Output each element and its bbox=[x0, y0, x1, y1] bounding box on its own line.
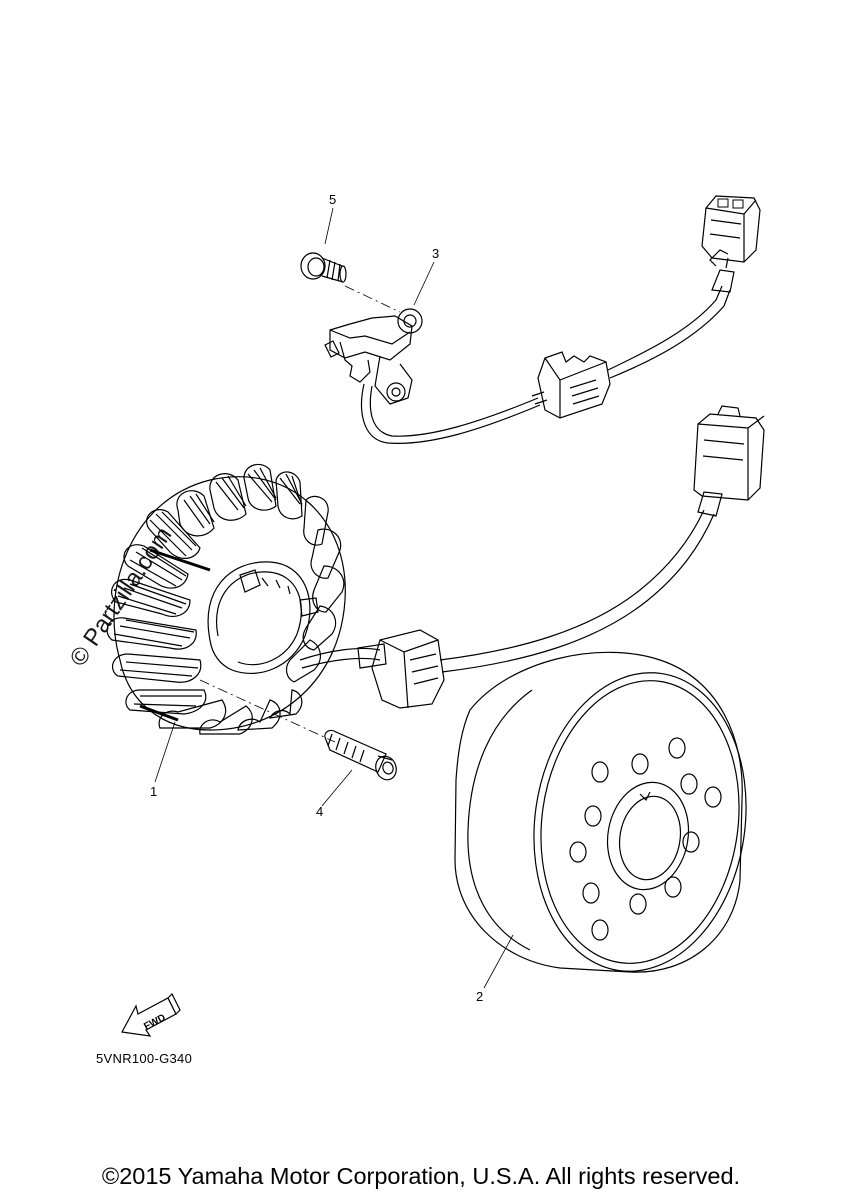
leader-line-2 bbox=[484, 935, 513, 988]
part-1-stator[interactable] bbox=[107, 406, 764, 734]
leader-line-3 bbox=[414, 262, 434, 305]
part-5-bolt[interactable] bbox=[301, 253, 346, 282]
copyright-notice: ©2015 Yamaha Motor Corporation, U.S.A. A… bbox=[101, 1163, 741, 1189]
callout-4: 4 bbox=[316, 804, 323, 819]
callout-2: 2 bbox=[476, 989, 483, 1004]
leader-line-1 bbox=[155, 722, 175, 782]
watermark: © Partzilla.com bbox=[65, 522, 178, 671]
part-2-rotor[interactable] bbox=[455, 652, 765, 985]
axis-line-5 bbox=[345, 286, 400, 312]
drawing-code: 5VNR100-G340 bbox=[96, 1051, 193, 1066]
callout-3: 3 bbox=[432, 246, 439, 261]
part-3-pickup-coil[interactable] bbox=[325, 196, 760, 443]
part-4-bolt[interactable] bbox=[325, 730, 400, 782]
leader-line-5 bbox=[325, 208, 333, 244]
callout-5: 5 bbox=[329, 192, 336, 207]
fwd-arrow-icon: FWD bbox=[122, 994, 180, 1036]
leader-line-4 bbox=[322, 770, 352, 806]
axis-line-4 bbox=[200, 680, 335, 742]
callout-1: 1 bbox=[150, 784, 157, 799]
